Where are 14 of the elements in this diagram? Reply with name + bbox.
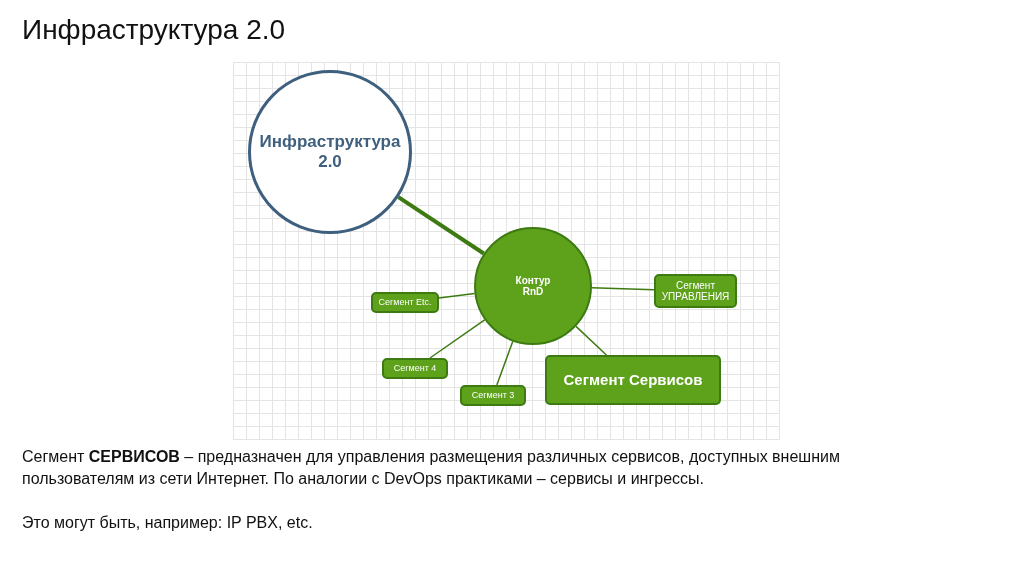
segment-box: Сегмент 4 <box>382 358 448 379</box>
segment-box: Сегмент Сервисов <box>545 355 721 405</box>
description-text: Сегмент СЕРВИСОВ – предназначен для управления размещения различных сервисов, доступных внешним пользователям из сети Интернет. По аналогии с DevOps практиками – сервисы и ингрессы. <box>22 447 841 489</box>
connector-line <box>429 319 486 359</box>
description-text: Это могут быть, например: IP PBX, etc. <box>22 513 314 533</box>
segment-box: Сегмент Etc. <box>371 292 439 313</box>
segment-box: Сегмент 3 <box>460 385 526 406</box>
connector-line <box>575 325 608 356</box>
connector-line <box>591 287 655 291</box>
connector-line <box>496 340 514 386</box>
connector-line <box>438 292 476 299</box>
segment-box: Сегмент УПРАВЛЕНИЯ <box>654 274 737 308</box>
connector-line <box>397 195 485 256</box>
page-title: Инфраструктура 2.0 <box>22 14 286 46</box>
